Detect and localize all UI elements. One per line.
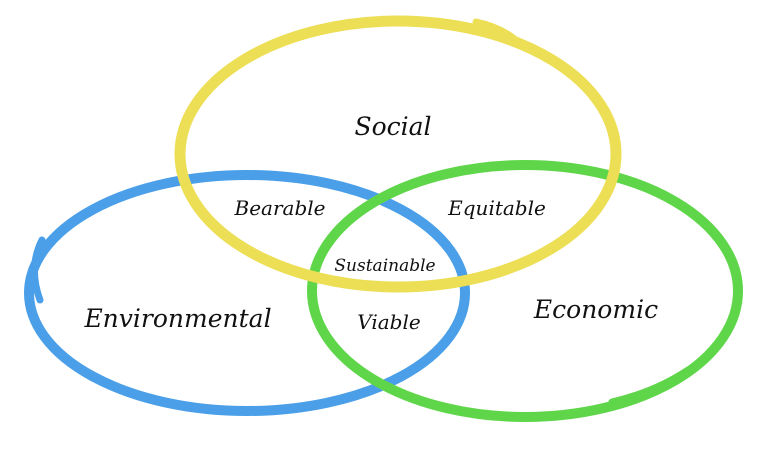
environmental-circle bbox=[24, 170, 470, 416]
bearable-label: Bearable bbox=[234, 196, 326, 220]
sustainable-label: Sustainable bbox=[334, 256, 435, 276]
social-label: Social bbox=[354, 112, 431, 141]
environmental-label: Environmental bbox=[83, 304, 271, 333]
economic-label: Economic bbox=[533, 295, 658, 324]
viable-label: Viable bbox=[357, 310, 420, 334]
economic-circle bbox=[307, 160, 743, 422]
equitable-label: Equitable bbox=[447, 196, 546, 220]
social-circle bbox=[174, 15, 622, 293]
